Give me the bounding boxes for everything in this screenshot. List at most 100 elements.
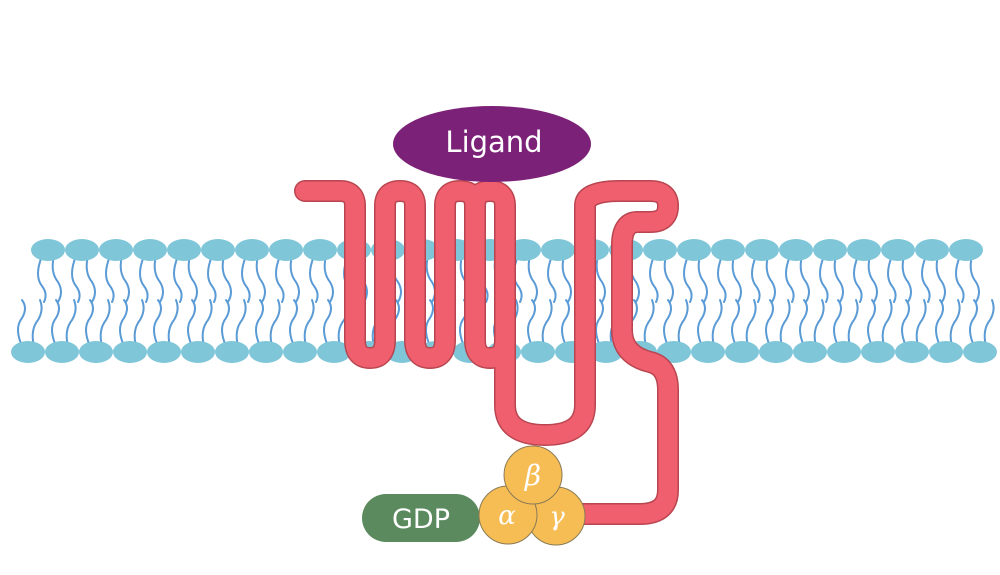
g-protein-beta [503, 445, 563, 505]
lipid-tail [99, 299, 111, 347]
lipid-head [711, 239, 745, 261]
lipid-head [31, 239, 65, 261]
lipid-tail [881, 299, 893, 347]
lipid-tail [153, 299, 162, 347]
lipid-tail [867, 255, 878, 303]
lipid-tail [765, 299, 774, 347]
lipid-head [895, 341, 929, 363]
lipid-tail [751, 255, 761, 303]
lipid-head [303, 239, 337, 261]
lipid-tail [663, 255, 674, 303]
lipid-head [269, 239, 303, 261]
lipid-tail [17, 299, 26, 347]
lipid-tail [133, 299, 145, 347]
lipid-tail [201, 299, 213, 347]
lipid-head [79, 341, 113, 363]
lipid-tail [799, 255, 810, 303]
lipid-tail [745, 299, 757, 347]
lipid-tail [289, 299, 298, 347]
lipid-tail [235, 299, 247, 347]
lipid-tail [683, 255, 693, 303]
lipid-head [793, 341, 827, 363]
lipid-tail [269, 299, 281, 347]
lipid-tail [949, 299, 961, 347]
lipid-head [779, 239, 813, 261]
lipid-head [915, 239, 949, 261]
g-protein-gamma-label: γ [549, 502, 565, 532]
lipid-tail [547, 255, 557, 303]
lipid-tail [731, 299, 740, 347]
lipid-head [65, 239, 99, 261]
lipid-head [929, 341, 963, 363]
lipid-head [677, 239, 711, 261]
g-protein-alpha-label: α [498, 501, 516, 531]
lipid-head [759, 341, 793, 363]
lipid-tail [955, 255, 965, 303]
lipid-tail [303, 299, 315, 347]
lipid-tail [643, 299, 655, 347]
lipid-head [827, 341, 861, 363]
lipid-tail [105, 255, 115, 303]
lipid-tail [221, 255, 232, 303]
lipid-tail [697, 255, 708, 303]
lipid-head [11, 341, 45, 363]
g-protein-beta-label: β [524, 459, 541, 492]
ligand: Ligand [393, 106, 591, 182]
lipid-head [45, 341, 79, 363]
lipid-tail [289, 255, 300, 303]
lipid-head [847, 239, 881, 261]
lipid-tail [541, 299, 553, 347]
lipid-tail [785, 255, 795, 303]
lipid-head [541, 239, 575, 261]
gdp-shape [362, 494, 480, 542]
lipid-tail [119, 299, 128, 347]
lipid-tail [765, 255, 776, 303]
lipid-head [181, 341, 215, 363]
lipid-tail [697, 299, 706, 347]
lipid-tail [255, 255, 266, 303]
lipid-head [99, 239, 133, 261]
lipid-tail [887, 255, 897, 303]
ligand-label: Ligand [445, 125, 542, 159]
g-protein: β α γ [478, 445, 586, 546]
lipid-head [235, 239, 269, 261]
lipid-head [167, 239, 201, 261]
lipid-tail [847, 299, 859, 347]
lipid-tail [173, 255, 183, 303]
lipid-tail [595, 299, 604, 347]
lipid-head [113, 341, 147, 363]
lipid-tail [241, 255, 251, 303]
lipid-tail [275, 255, 285, 303]
lipid-head [215, 341, 249, 363]
lipid-tail [561, 255, 572, 303]
lipid-tail [663, 299, 672, 347]
lipid-tail [187, 255, 198, 303]
lipid-tail [853, 255, 863, 303]
lipid-tail [813, 299, 825, 347]
lipid-head [249, 341, 283, 363]
lipid-head [643, 239, 677, 261]
lipid-tail [71, 255, 81, 303]
lipid-tail [969, 299, 978, 347]
lipid-head [881, 239, 915, 261]
lipid-tail [915, 299, 927, 347]
lipid-tail [187, 299, 196, 347]
lipid-tail [833, 255, 844, 303]
receptor-chain [295, 181, 678, 524]
lipid-tail [969, 255, 980, 303]
lipid-tail [983, 299, 995, 347]
lipid-tail [711, 299, 723, 347]
lipid-tail [85, 255, 96, 303]
lipid-tail [901, 299, 910, 347]
lipid-tail [779, 299, 791, 347]
lipid-tail [309, 255, 319, 303]
lipid-tail [561, 299, 570, 347]
lipid-head [133, 239, 167, 261]
lipid-tail [425, 299, 434, 347]
lipid-head [813, 239, 847, 261]
lipid-tail [207, 255, 217, 303]
lipid-tail [85, 299, 94, 347]
lipid-tail [323, 299, 332, 347]
lipid-head [521, 341, 555, 363]
